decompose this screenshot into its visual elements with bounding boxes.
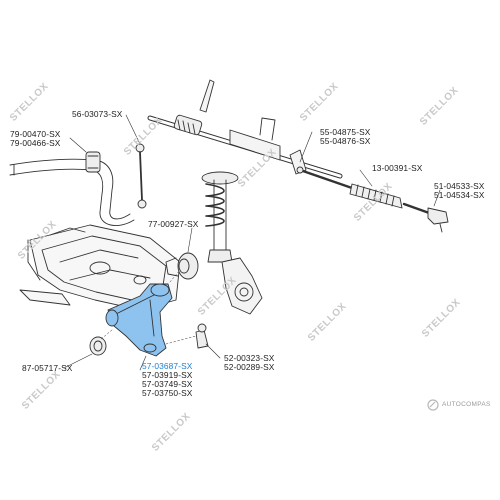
part-number: 52-00289-SX: [224, 362, 275, 372]
dashed-guides: [99, 269, 197, 345]
part-label-57-03687: 57-03687-SX 57-03919-SX 57-03749-SX 57-0…: [142, 362, 192, 398]
part-number: 52-00323-SX: [224, 353, 275, 363]
control-arm-front-bushing: [89, 336, 107, 356]
part-number: 51-04534-SX: [434, 190, 485, 200]
steering-boot: [349, 183, 403, 209]
part-number: 79-00470-SX: [10, 129, 61, 139]
part-label-13-00391: 13-00391-SX: [372, 164, 422, 173]
tie-rod-end: [402, 202, 449, 233]
leader-lines: [63, 114, 441, 371]
stabilizer-link: [135, 143, 147, 209]
part-number: 57-03919-SX: [142, 370, 193, 380]
part-number: 13-00391-SX: [372, 163, 423, 173]
part-label-51-04533: 51-04533-SX 51-04534-SX: [434, 182, 484, 200]
part-number: 57-03750-SX: [142, 388, 193, 398]
part-number: 57-03749-SX: [142, 379, 193, 389]
part-label-52-00323: 52-00323-SX 52-00289-SX: [224, 354, 274, 372]
control-arm-rear-bushing: [165, 252, 199, 280]
part-number: 77-00927-SX: [148, 219, 199, 229]
part-number: 87-05717-SX: [22, 363, 73, 373]
steering-knuckle: [221, 257, 263, 315]
part-number: 79-00466-SX: [10, 138, 61, 148]
part-label-56-03073: 56-03073-SX: [72, 110, 122, 119]
ball-joint: [195, 323, 209, 349]
part-number: 55-04875-SX: [320, 127, 371, 137]
lower-control-arm: [105, 283, 173, 357]
autocompas-logo-text: AUTOCOMPAS: [442, 401, 491, 408]
part-number: 51-04533-SX: [434, 181, 485, 191]
part-label-77-00927: 77-00927-SX: [148, 220, 198, 229]
part-number-highlighted: 57-03687-SX: [142, 361, 193, 371]
part-label-55-04875: 55-04875-SX 55-04876-SX: [320, 128, 370, 146]
part-label-87-05717: 87-05717-SX: [22, 364, 72, 373]
inner-tie-rod: [296, 166, 354, 190]
part-number: 55-04876-SX: [320, 136, 371, 146]
part-label-79-00470: 79-00470-SX 79-00466-SX: [10, 130, 60, 148]
strut-assembly: [201, 171, 239, 263]
autocompas-logo-icon: [427, 399, 439, 411]
part-number: 56-03073-SX: [72, 109, 123, 119]
steering-rack: [147, 79, 343, 179]
stabilizer-bar: [9, 151, 135, 227]
